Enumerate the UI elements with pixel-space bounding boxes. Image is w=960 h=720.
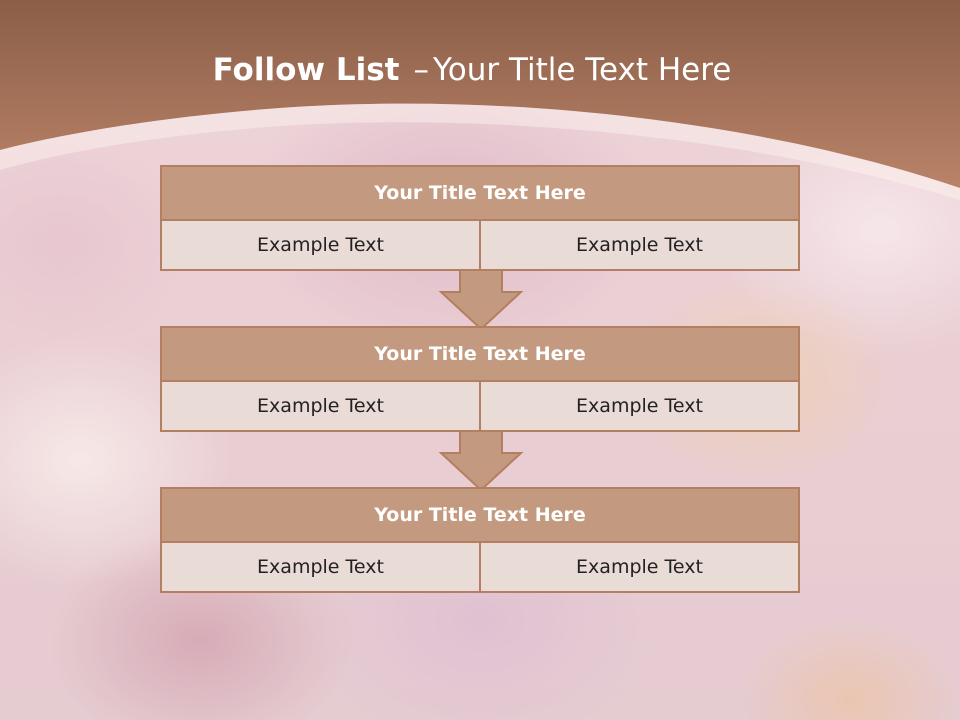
step-cell-right: Example Text <box>481 382 800 432</box>
step-cell-right: Example Text <box>481 543 800 593</box>
step-cell-left: Example Text <box>160 543 481 593</box>
step-box-3: Your Title Text Here Example Text Exampl… <box>160 487 800 593</box>
down-arrow-icon <box>438 430 524 492</box>
title-rest: Your Title Text Here <box>432 52 732 88</box>
header-band <box>0 0 960 200</box>
down-arrow-icon <box>438 269 524 331</box>
step-cell-left: Example Text <box>160 382 481 432</box>
step-box-1: Your Title Text Here Example Text Exampl… <box>160 165 800 271</box>
step-title: Your Title Text Here <box>160 326 800 382</box>
step-cell-left: Example Text <box>160 221 481 271</box>
slide-title: Follow List–Your Title Text Here <box>0 52 944 88</box>
step-cell-right: Example Text <box>481 221 800 271</box>
step-title: Your Title Text Here <box>160 487 800 543</box>
step-title: Your Title Text Here <box>160 165 800 221</box>
step-box-2: Your Title Text Here Example Text Exampl… <box>160 326 800 432</box>
title-bold: Follow List <box>212 52 400 88</box>
title-dash: – <box>413 52 429 88</box>
